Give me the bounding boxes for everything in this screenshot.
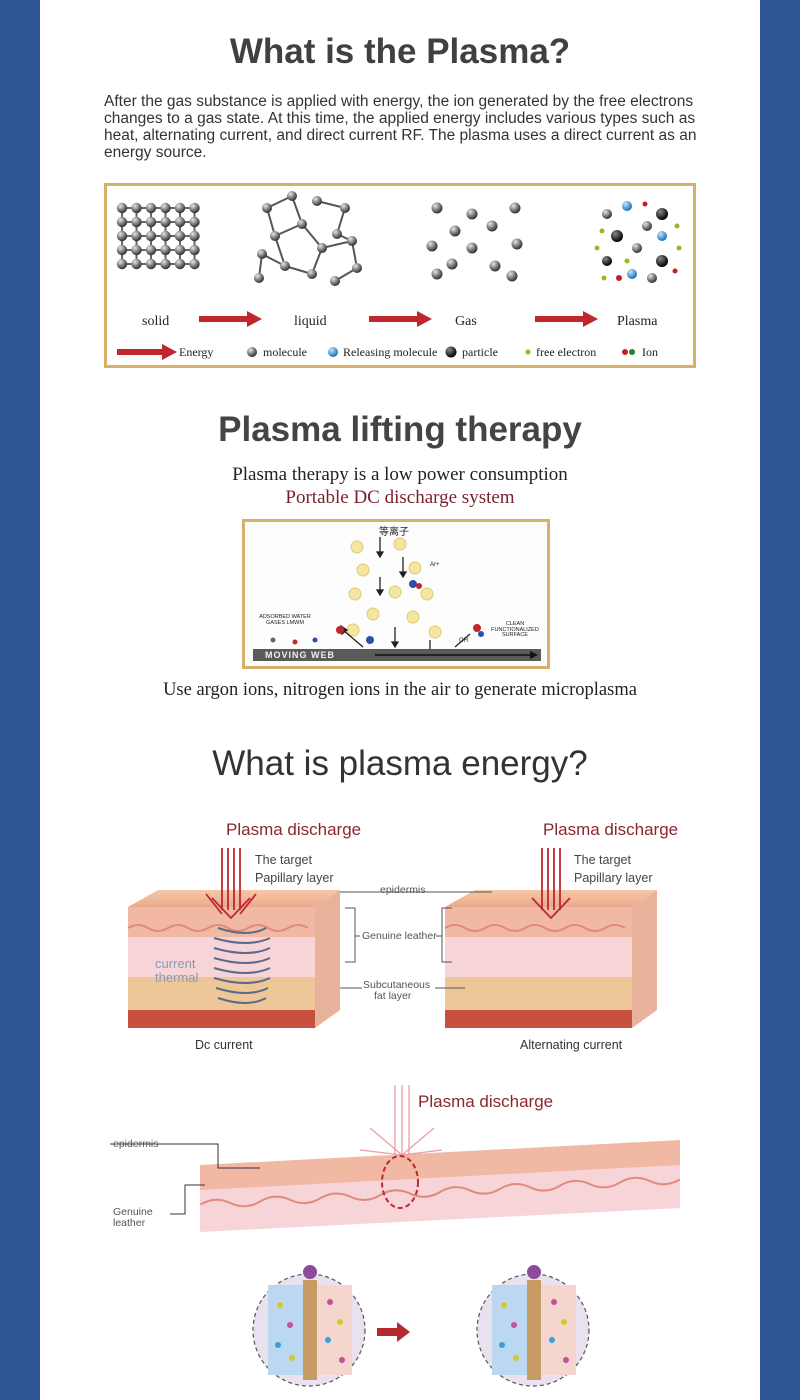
microplasma-oh-label: OH bbox=[459, 638, 468, 644]
solid-molecule bbox=[174, 216, 186, 228]
dc-plasma-discharge-label: Plasma discharge bbox=[226, 820, 362, 839]
solid-molecule bbox=[145, 230, 157, 242]
legend-ion: Ion bbox=[642, 345, 658, 359]
microplasma-caption: Use argon ions, nitrogen ions in the air… bbox=[163, 680, 637, 700]
epidermis-label: epidermis bbox=[380, 884, 426, 896]
subtitle-dc-system: Portable DC discharge system bbox=[285, 487, 515, 508]
legend-particle: particle bbox=[462, 345, 498, 359]
solid-molecule bbox=[116, 258, 128, 270]
ac-target-label: The target bbox=[574, 853, 631, 867]
section-title-lifting: Plasma lifting therapy bbox=[218, 410, 582, 449]
dc-current-rings bbox=[213, 927, 271, 1004]
solid-molecule bbox=[189, 230, 200, 242]
microplasma-illustration bbox=[253, 537, 541, 661]
solid-molecule bbox=[189, 216, 200, 228]
microplasma-top-label: 等离子 bbox=[379, 527, 409, 538]
cell-circle-right bbox=[476, 1265, 590, 1387]
dc-target-label: The target bbox=[255, 853, 312, 867]
lower-skin-strip bbox=[199, 1140, 681, 1232]
solid-molecule bbox=[160, 258, 171, 270]
genuine-leather-label: Genuine leather bbox=[362, 930, 437, 942]
ac-discharge-arrows bbox=[531, 848, 571, 920]
solid-molecule bbox=[160, 216, 171, 228]
microplasma-ar-label: Ar+ bbox=[430, 562, 440, 568]
ac-papillary-label: Papillary layer bbox=[574, 871, 653, 885]
dc-current-caption: Dc current bbox=[195, 1038, 253, 1052]
solid-lattice bbox=[116, 202, 200, 270]
state-label-solid: solid bbox=[142, 314, 170, 329]
lower-label-lines bbox=[110, 1143, 260, 1215]
solid-molecule bbox=[174, 244, 186, 256]
solid-molecule bbox=[174, 202, 186, 214]
microplasma-right-label: CLEAN FUNCTIONALIZED SURFACE bbox=[491, 621, 539, 638]
plasma-particles bbox=[594, 201, 682, 283]
solid-molecule bbox=[160, 230, 171, 242]
solid-molecule bbox=[131, 216, 142, 228]
solid-molecule bbox=[160, 244, 171, 256]
ion-particles bbox=[270, 580, 484, 645]
moving-web-label: MOVING WEB bbox=[265, 650, 335, 660]
lower-plasma-discharge-label: Plasma discharge bbox=[418, 1092, 554, 1111]
solid-molecule bbox=[116, 216, 128, 228]
energy-arrows bbox=[117, 311, 598, 360]
section-title-energy: What is plasma energy? bbox=[212, 744, 588, 783]
solid-molecule bbox=[145, 202, 157, 214]
ac-plasma-discharge-label: Plasma discharge bbox=[543, 820, 679, 839]
section-title-plasma: What is the Plasma? bbox=[229, 32, 571, 71]
plasma-blobs bbox=[346, 537, 442, 639]
legend-icons bbox=[247, 346, 635, 358]
fat-layer-label-1: Subcutaneous bbox=[363, 979, 431, 991]
solid-molecule bbox=[116, 230, 128, 242]
solid-molecule bbox=[174, 258, 186, 270]
cell-circle-left bbox=[252, 1265, 366, 1387]
liquid-molecules bbox=[254, 191, 362, 286]
lower-genuine-label-2: leather bbox=[113, 1217, 146, 1229]
dc-thermal-label: thermal bbox=[155, 970, 199, 985]
solid-molecule bbox=[116, 244, 128, 256]
states-illustration bbox=[116, 191, 682, 360]
fat-layer-label-2: fat layer bbox=[374, 990, 412, 1002]
legend-releasing-molecule: Releasing molecule bbox=[343, 345, 438, 359]
legend-energy: Energy bbox=[179, 345, 214, 359]
state-label-plasma: Plasma bbox=[617, 314, 658, 329]
solid-molecule bbox=[131, 244, 142, 256]
intro-paragraph: After the gas substance is applied with … bbox=[104, 93, 697, 161]
dc-discharge-arrows bbox=[205, 848, 257, 920]
dc-papillary-label: Papillary layer bbox=[255, 871, 334, 885]
lower-discharge-rays bbox=[359, 1085, 443, 1156]
lower-epidermis-label: epidermis bbox=[113, 1138, 159, 1150]
solid-molecule bbox=[131, 258, 142, 270]
focus-circle bbox=[381, 1155, 419, 1209]
gas-molecules bbox=[426, 202, 523, 282]
dc-current-label: current bbox=[155, 956, 196, 971]
state-label-liquid: liquid bbox=[294, 314, 327, 329]
solid-molecule bbox=[189, 244, 200, 256]
states-of-matter-diagram: solid liquid Gas Plasma Energy molecule … bbox=[104, 183, 696, 368]
state-label-gas: Gas bbox=[455, 314, 477, 329]
subtitle-low-power: Plasma therapy is a low power consumptio… bbox=[232, 464, 568, 485]
solid-molecule bbox=[131, 202, 142, 214]
solid-molecule bbox=[189, 258, 200, 270]
solid-molecule bbox=[145, 216, 157, 228]
solid-molecule bbox=[145, 244, 157, 256]
solid-molecule bbox=[116, 202, 128, 214]
page: What is the Plasma? After the gas substa… bbox=[40, 0, 760, 1400]
legend-free-electron: free electron bbox=[536, 345, 597, 359]
solid-molecule bbox=[131, 230, 142, 242]
solid-molecule bbox=[145, 258, 157, 270]
legend-molecule: molecule bbox=[263, 345, 307, 359]
microplasma-diagram: 等离子 Ar+ ADSORBED WATER GASES LMWM CLEAN … bbox=[242, 519, 550, 669]
lower-genuine-label-1: Genuine bbox=[113, 1206, 153, 1218]
energy-illustration bbox=[110, 848, 681, 1387]
solid-molecule bbox=[174, 230, 186, 242]
label-lines bbox=[340, 891, 492, 989]
cell-transition-arrow bbox=[377, 1322, 410, 1342]
dc-skin-block bbox=[127, 890, 340, 1028]
solid-molecule bbox=[160, 202, 171, 214]
microplasma-left-label: ADSORBED WATER GASES LMWM bbox=[259, 614, 311, 626]
solid-molecule bbox=[189, 202, 200, 214]
ac-current-caption: Alternating current bbox=[520, 1038, 623, 1052]
ac-skin-block bbox=[444, 890, 657, 1028]
